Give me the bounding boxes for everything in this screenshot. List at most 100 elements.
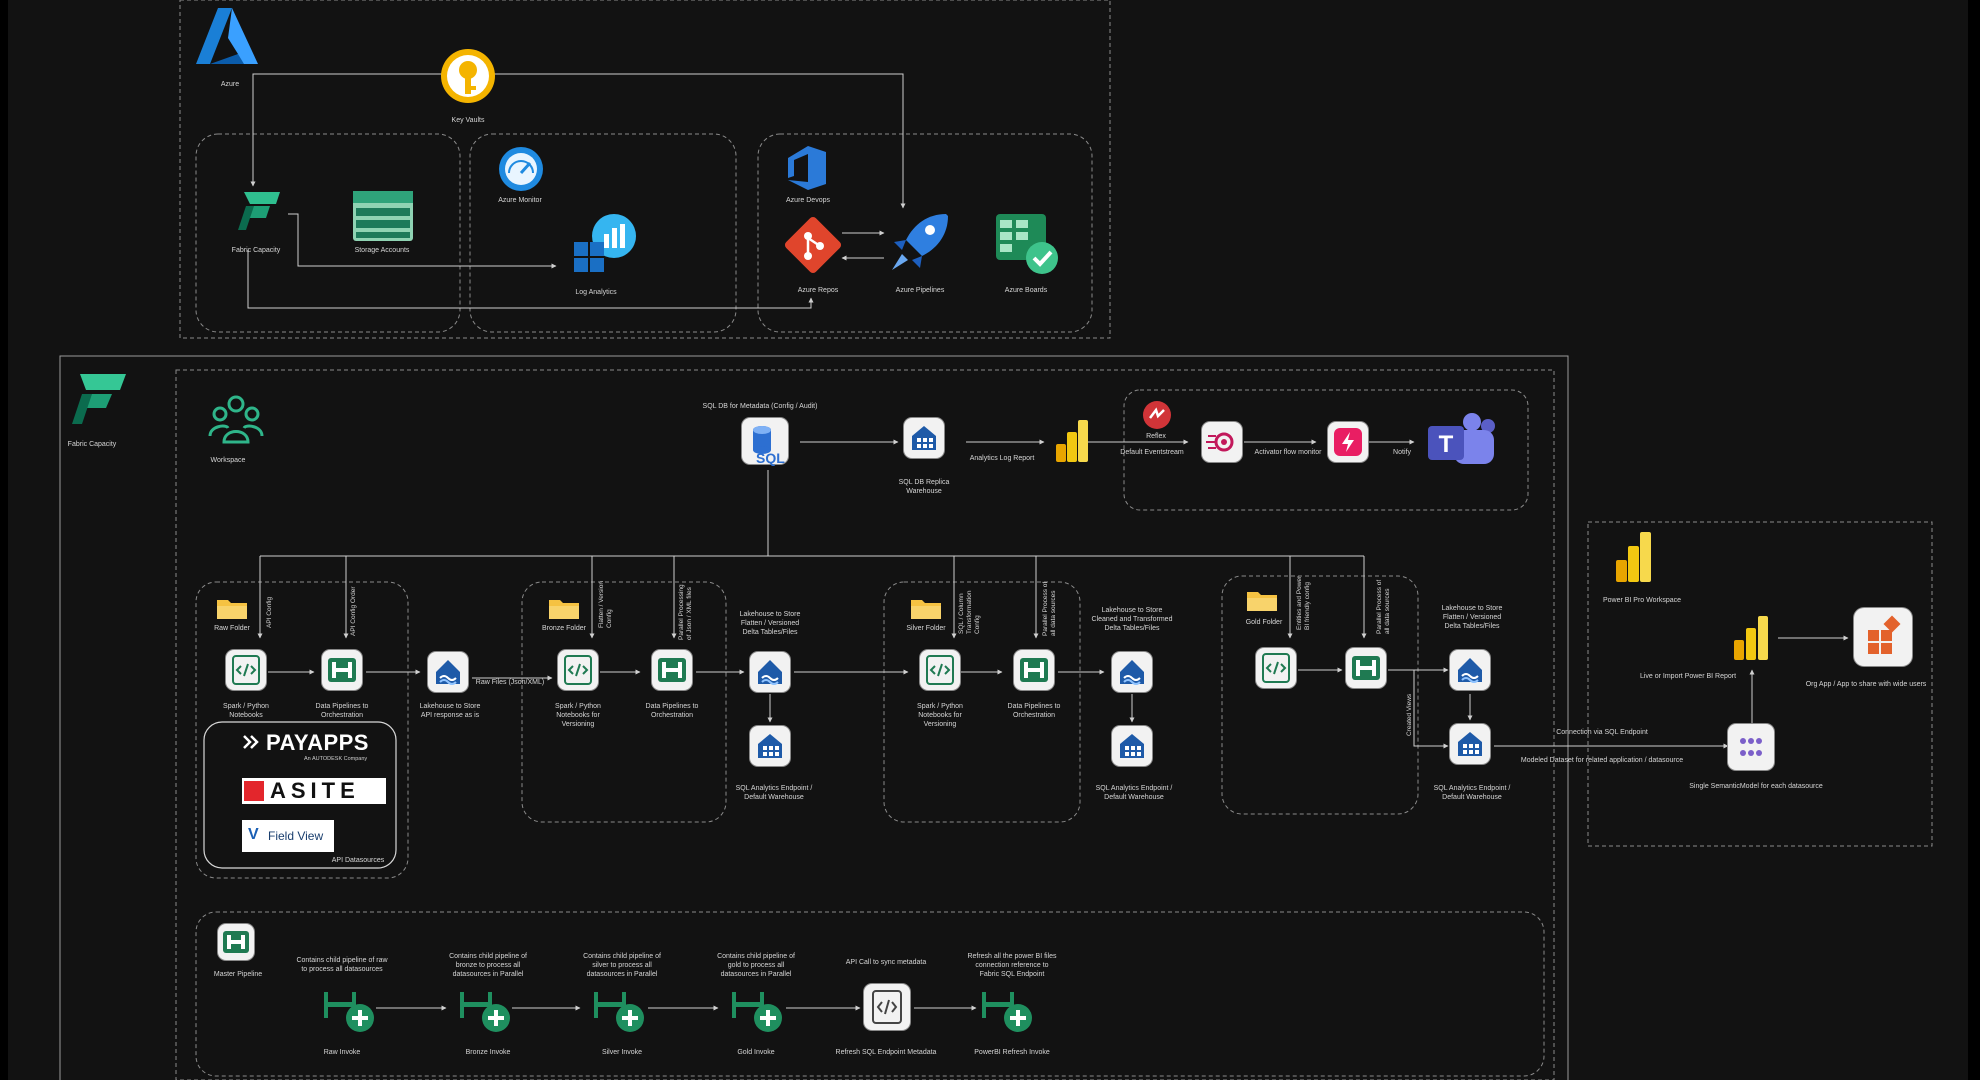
- activator-icon: [1202, 422, 1242, 462]
- gold-parallel-label: Parallel Process of all data sources: [1376, 579, 1391, 634]
- azure-group-devops: [757, 133, 1093, 333]
- gold-folder-icon: [1246, 588, 1278, 612]
- raw-files-label: Raw Files (Json/XML): [475, 679, 545, 686]
- pbi-refresh-invoke-icon: [980, 988, 1036, 1034]
- log-analytics-label: Log Analytics: [575, 289, 617, 296]
- raw-lakehouse-icon: [428, 652, 468, 692]
- notify-activator-icon: [1328, 422, 1368, 462]
- azure-group-fabric-storage: [195, 133, 461, 333]
- azure-devops-icon: [782, 144, 832, 192]
- powerbi-workspace-icon: [1614, 530, 1654, 584]
- datasources-box: [203, 721, 397, 869]
- teams-icon: T: [1424, 410, 1498, 476]
- sql-db-metadata-icon: SQL: [742, 418, 788, 466]
- payapps-chevron-icon: [242, 734, 262, 750]
- storage-accounts-icon: [352, 190, 414, 242]
- svg-text:T: T: [1439, 431, 1454, 458]
- alerts-group: [1123, 389, 1529, 511]
- default-eventstream-label: Default Eventstream: [1120, 449, 1184, 456]
- azure-group-monitor: [469, 133, 737, 333]
- bronze-invoke-icon: [458, 988, 514, 1034]
- gold-group: [1221, 575, 1419, 815]
- api-sync-desc: API Call to sync metadata: [845, 959, 927, 966]
- silver-folder-icon: [910, 596, 942, 620]
- reflex-label: Reflex: [1146, 433, 1166, 440]
- api-config-label: API Config: [266, 596, 273, 628]
- raw-notebook-icon: [226, 650, 266, 690]
- payapps-logo: PAYAPPS: [266, 730, 369, 755]
- bronze-sql-endpoint-label: SQL Analytics Endpoint /Default Warehous…: [735, 785, 813, 801]
- azure-boards-label: Azure Boards: [1004, 287, 1048, 294]
- gold-pbi-config-label: Entities and Power BI friendly config: [1296, 575, 1311, 630]
- gold-pipeline-icon: [1346, 648, 1386, 688]
- bronze-notebook-icon: [558, 650, 598, 690]
- live-import-report-label: Live or Import Power BI Report: [1639, 673, 1737, 680]
- powerbi-report-icon: [1732, 614, 1770, 662]
- sql-db-replica-icon: [904, 418, 944, 458]
- silver-column-config-label: SQL / Column Transformation Config: [958, 590, 981, 634]
- key-vault-icon: [440, 48, 496, 104]
- silver-pipeline-icon: [1014, 650, 1054, 690]
- key-vaults-label: Key Vaults: [451, 117, 485, 124]
- raw-pipeline-icon: [322, 650, 362, 690]
- connection-sql-endpoint-label: Connection via SQL Endpoint: [1556, 729, 1648, 736]
- fabric-capacity-frame: [59, 355, 1569, 1080]
- azure-monitor-label: Azure Monitor: [498, 197, 542, 204]
- diagram-canvas: Azure Key Vaults Fabric Capacity Storage…: [8, 0, 1968, 1080]
- azure-monitor-icon: [498, 146, 544, 192]
- azure-repos-icon: [782, 214, 844, 276]
- reflex-icon: [1142, 400, 1172, 430]
- org-app-icon: [1854, 608, 1912, 666]
- gold-sql-endpoint-label: SQL Analytics Endpoint /Default Warehous…: [1433, 785, 1511, 801]
- master-pipeline-icon: [218, 924, 254, 960]
- storage-accounts-label: Storage Accounts: [354, 247, 410, 254]
- raw-folder-label: Raw Folder: [214, 625, 250, 632]
- silver-lakehouse-icon: [1112, 652, 1152, 692]
- azure-repos-label: Azure Repos: [797, 287, 839, 294]
- fieldview-logo: Field View: [268, 829, 324, 843]
- workspace-icon: [208, 392, 264, 448]
- silver-invoke-label: Silver Invoke: [601, 1049, 643, 1056]
- bronze-folder-icon: [548, 596, 580, 620]
- asite-mark-icon: [244, 781, 264, 801]
- api-datasources-label: API Datasources: [331, 857, 385, 864]
- analytics-powerbi-icon: [1054, 418, 1090, 464]
- raw-invoke-label: Raw Invoke: [323, 1049, 361, 1056]
- notify-label: Notify: [1393, 449, 1411, 456]
- gold-lakehouse-icon: [1450, 650, 1490, 690]
- asite-logo-box: ASITE: [242, 778, 386, 804]
- connectors-layer: [59, 0, 1933, 1080]
- asite-logo: ASITE: [270, 778, 360, 803]
- azure-label: Azure: [220, 81, 240, 88]
- fieldview-logo-box: V Field View: [242, 820, 334, 852]
- raw-group: [195, 581, 409, 879]
- fabric-region: [175, 369, 1555, 1080]
- bronze-group: [521, 581, 727, 823]
- azure-region: [179, 0, 1111, 339]
- semantic-model-label: Single SemanticModel for each datasource: [1689, 783, 1823, 790]
- activator-flow-monitor-label: Activator flow monitor: [1254, 449, 1322, 456]
- sql-badge: SQL: [756, 450, 785, 466]
- fieldview-mark-icon: V: [248, 826, 259, 843]
- master-region: [195, 911, 1545, 1077]
- payapps-sub: An AUTODESK Company: [304, 756, 368, 762]
- azure-devops-label: Azure Devops: [786, 197, 830, 204]
- bronze-invoke-label: Bronze Invoke: [465, 1049, 511, 1056]
- bronze-folder-label: Bronze Folder: [542, 625, 586, 632]
- pbi-refresh-label: PowerBI Refresh Invoke: [974, 1049, 1050, 1056]
- modeled-dataset-label: Modeled Dataset for related application …: [1520, 757, 1684, 764]
- log-analytics-icon: [572, 212, 638, 280]
- raw-folder-icon: [216, 596, 248, 620]
